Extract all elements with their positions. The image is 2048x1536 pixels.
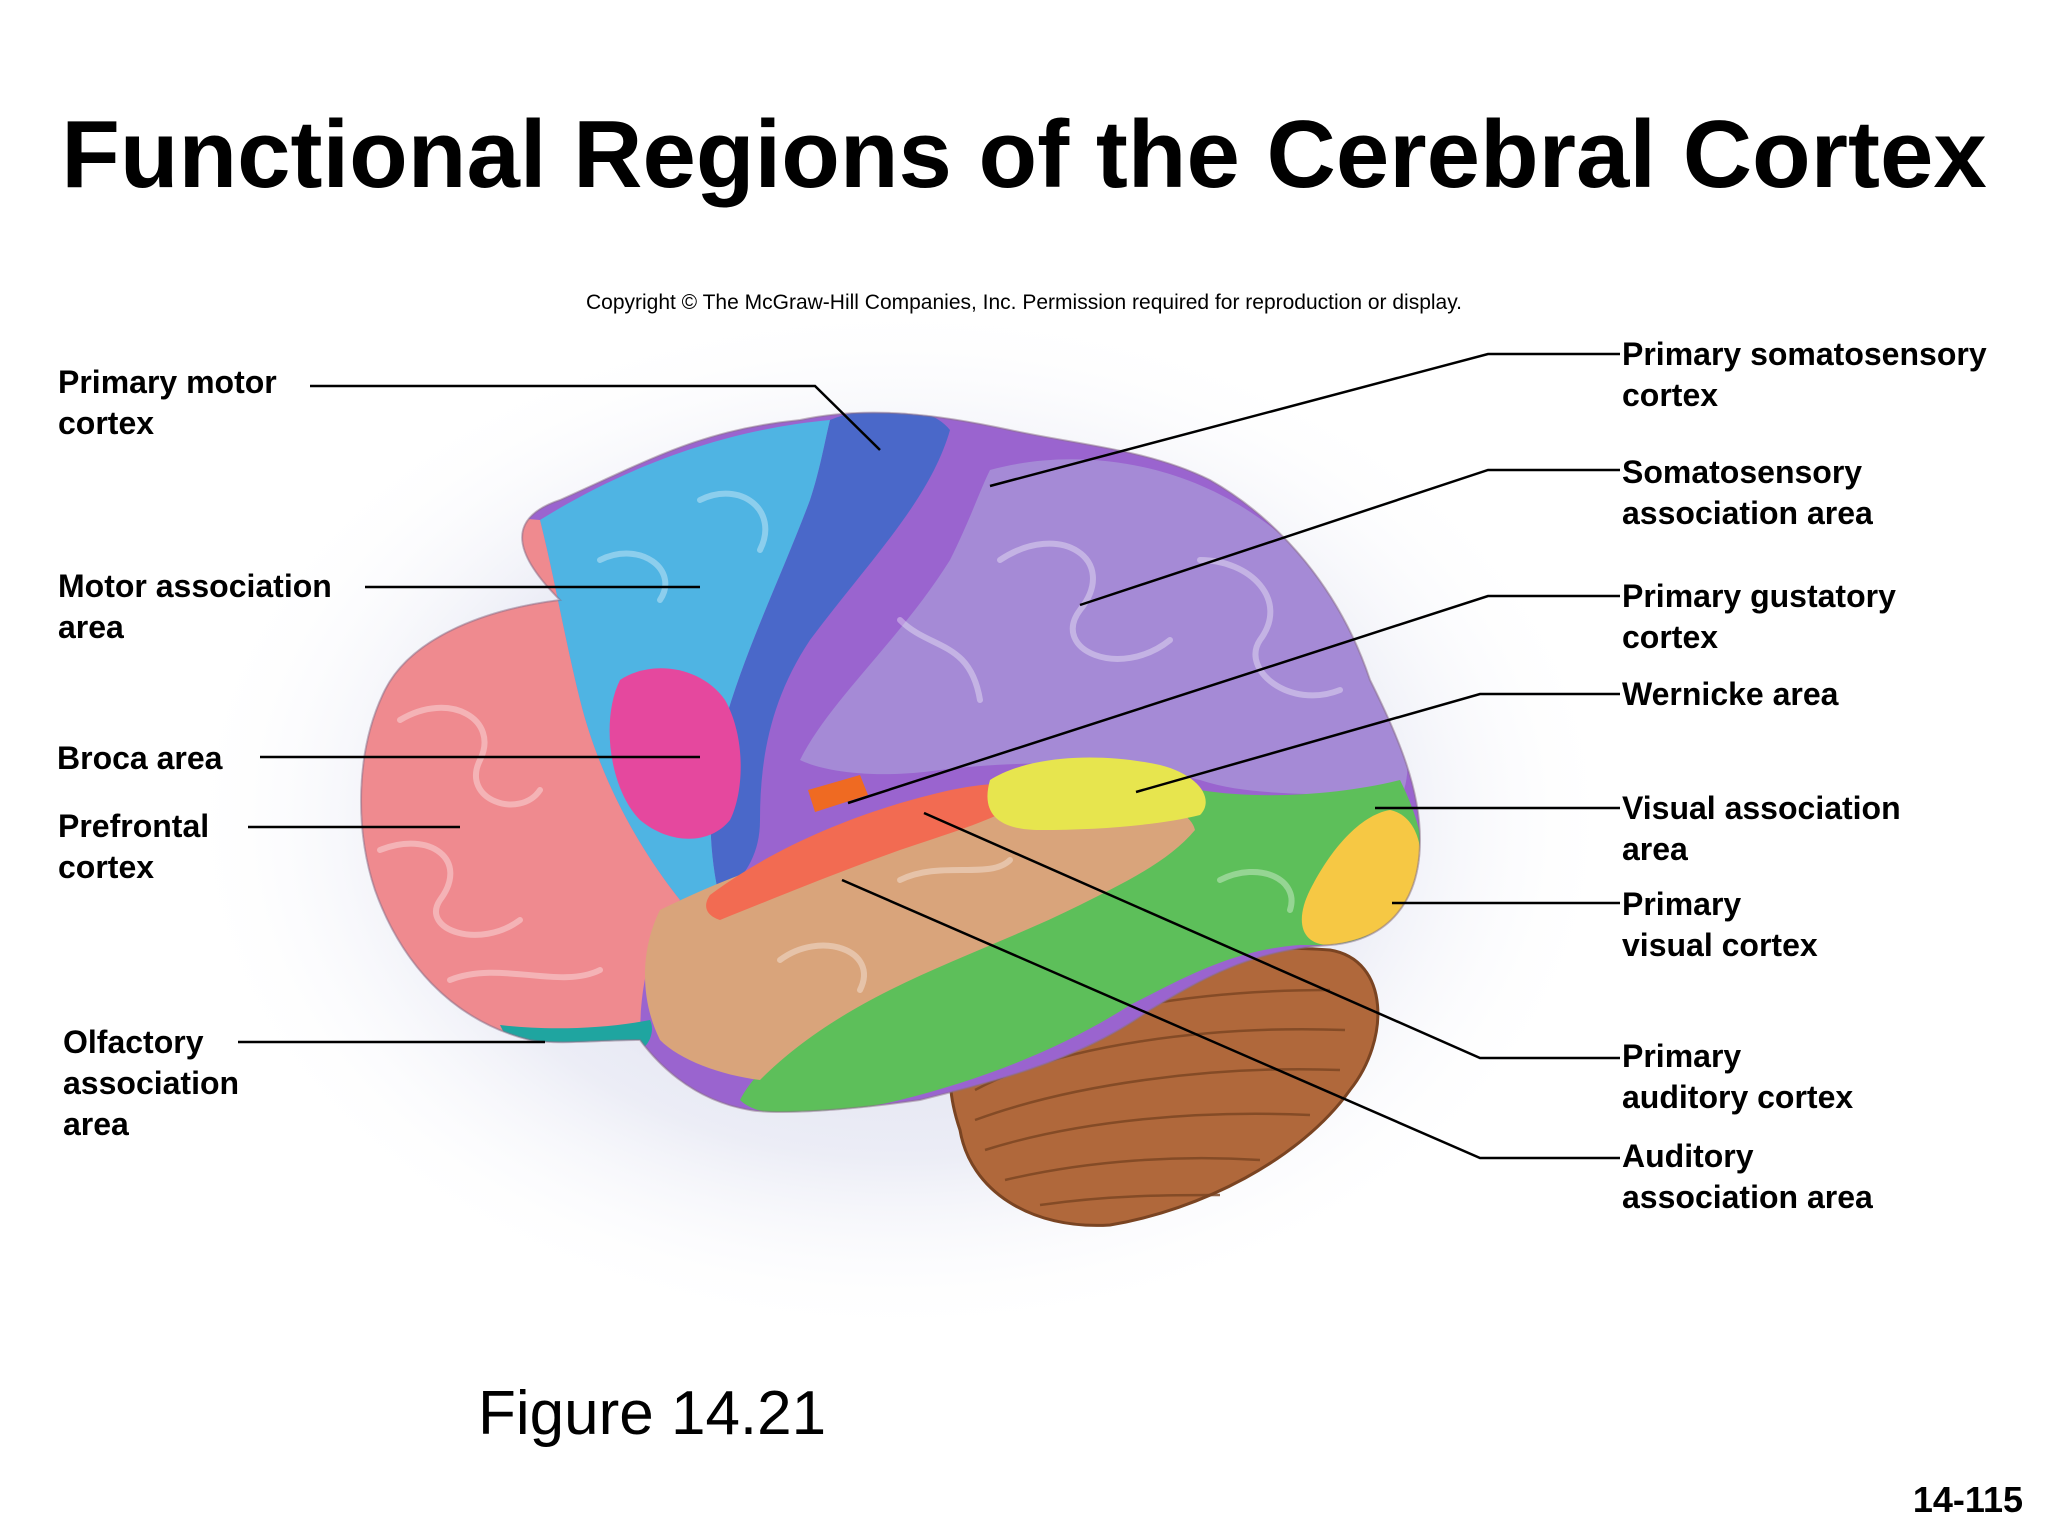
region-primary-motor: [710, 412, 950, 900]
gyri-texture: [377, 490, 1343, 993]
region-wernicke: [987, 757, 1206, 830]
region-gustatory: [808, 775, 868, 812]
region-visual-association: [740, 780, 1420, 1112]
leader-wernicke-area: [1135, 692, 1620, 794]
leader-primary-auditory-cortex: [923, 811, 1620, 1060]
region-primary-auditory: [706, 783, 1040, 920]
slide-number: 14-115: [1912, 1479, 2023, 1520]
leader-somatosensory-association-area: [1079, 468, 1620, 607]
leader-auditory-association-area: [841, 878, 1620, 1160]
leader-primary-gustatory-cortex: [847, 594, 1620, 805]
leader-primary-motor-cortex: [310, 384, 881, 451]
label-broca-area: Broca area: [57, 740, 223, 776]
region-broca: [609, 668, 741, 839]
cerebrum-outline: [360, 411, 1422, 1113]
region-motor-association: [540, 420, 830, 917]
region-somatosensory-association: [800, 459, 1408, 800]
label-wernicke-area: Wernicke area: [1622, 676, 1839, 712]
page-title: Functional Regions of the Cerebral Corte…: [61, 101, 1987, 208]
region-primary-visual: [1301, 810, 1420, 945]
figure-caption: Figure 14.21: [478, 1379, 827, 1448]
leader-primary-somatosensory-cortex: [989, 352, 1620, 488]
